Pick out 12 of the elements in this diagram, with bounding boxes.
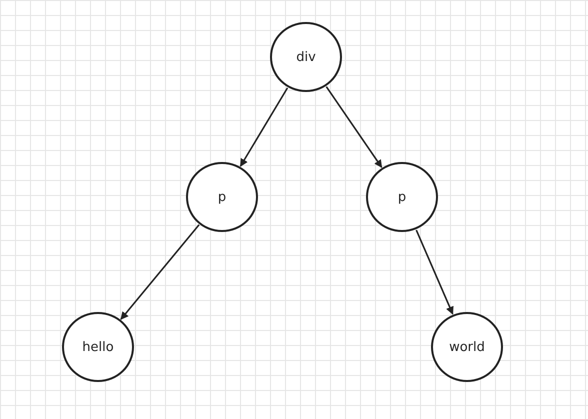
tree-node-circle bbox=[62, 312, 134, 382]
arrow bbox=[240, 87, 288, 167]
node-label: p bbox=[398, 190, 406, 204]
arrow bbox=[120, 224, 200, 320]
node-label: div bbox=[296, 50, 316, 64]
tree-node-circle bbox=[270, 22, 342, 92]
tree-node-circle bbox=[186, 162, 258, 232]
node-label: hello bbox=[82, 340, 114, 354]
node-label: p bbox=[218, 190, 226, 204]
arrow bbox=[326, 86, 382, 168]
node-label: world bbox=[449, 340, 485, 354]
arrow bbox=[416, 230, 454, 315]
